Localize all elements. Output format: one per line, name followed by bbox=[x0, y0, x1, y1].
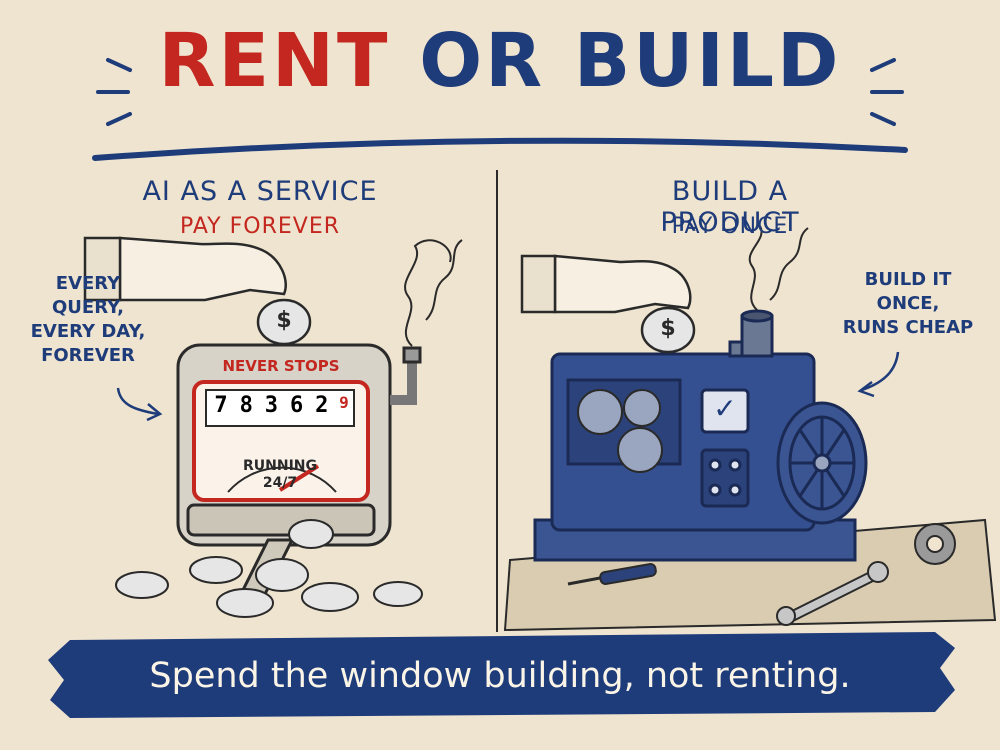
banner-bg bbox=[48, 632, 955, 718]
hand-left-icon bbox=[83, 236, 287, 302]
banner-text: Spend the window building, not renting. bbox=[149, 656, 851, 696]
right-subheading: PAY ONCE bbox=[671, 214, 789, 239]
counter-digit: 7 bbox=[214, 393, 228, 418]
counter-digit: 8 bbox=[239, 393, 253, 418]
left-note: EVERY QUERY, EVERY DAY, FOREVER bbox=[28, 272, 148, 368]
arrow-right-note-head bbox=[857, 381, 875, 398]
meter-counter: 7 8 3 6 2 9 bbox=[210, 393, 352, 418]
right-note-line: RUNS CHEAP bbox=[842, 317, 974, 338]
hand-right-icon bbox=[520, 254, 692, 314]
left-note-line: QUERY, bbox=[52, 297, 124, 318]
title-or: OR bbox=[419, 18, 546, 104]
counter-digit: 9 bbox=[339, 393, 349, 412]
screwdriver-icon bbox=[567, 563, 657, 586]
right-note-line: ONCE, bbox=[876, 293, 940, 314]
meter-label: NEVER STOPS bbox=[222, 357, 340, 375]
check-icon: ✓ bbox=[713, 392, 737, 425]
coin-right-symbol: $ bbox=[660, 316, 676, 341]
meter-machine bbox=[176, 343, 422, 602]
right-note-line: BUILD IT bbox=[864, 269, 952, 290]
right-note: BUILD IT ONCE, RUNS CHEAP bbox=[838, 268, 978, 340]
title-build: BUILD bbox=[573, 18, 842, 104]
title-rent: RENT bbox=[158, 18, 391, 104]
title-sparkles-left bbox=[96, 58, 132, 126]
right-heading: BUILD A PRODUCT bbox=[660, 176, 800, 238]
engine-machine bbox=[533, 309, 857, 562]
spilled-coins bbox=[115, 519, 423, 618]
page-title: RENT OR BUILD bbox=[0, 18, 1000, 104]
gauge-label-running: RUNNING bbox=[243, 458, 317, 474]
flywheel-icon bbox=[776, 401, 868, 525]
left-subheading: PAY FOREVER bbox=[179, 214, 341, 239]
coin-right-icon bbox=[640, 306, 696, 354]
coin-left-icon bbox=[256, 298, 312, 346]
left-note-line: EVERY DAY, bbox=[30, 321, 146, 342]
arrow-left-note bbox=[116, 387, 159, 416]
title-underline bbox=[92, 137, 908, 161]
left-note-line: EVERY bbox=[55, 273, 121, 294]
arrow-left-note-head bbox=[146, 403, 163, 422]
arrow-right-note bbox=[861, 351, 900, 392]
gear-icon bbox=[914, 523, 956, 565]
steam-right bbox=[748, 225, 809, 311]
left-heading: AI AS A SERVICE bbox=[142, 176, 378, 207]
gauge-label-247: 24/7 bbox=[262, 475, 298, 491]
coin-left-symbol: $ bbox=[276, 308, 292, 333]
steam-left bbox=[404, 239, 463, 347]
title-sparkles-right bbox=[870, 58, 904, 126]
counter-digit: 2 bbox=[315, 393, 329, 418]
counter-digit: 3 bbox=[264, 393, 278, 418]
counter-digit: 6 bbox=[289, 393, 304, 418]
left-note-line: FOREVER bbox=[41, 345, 135, 366]
wrench-icon bbox=[776, 561, 889, 626]
